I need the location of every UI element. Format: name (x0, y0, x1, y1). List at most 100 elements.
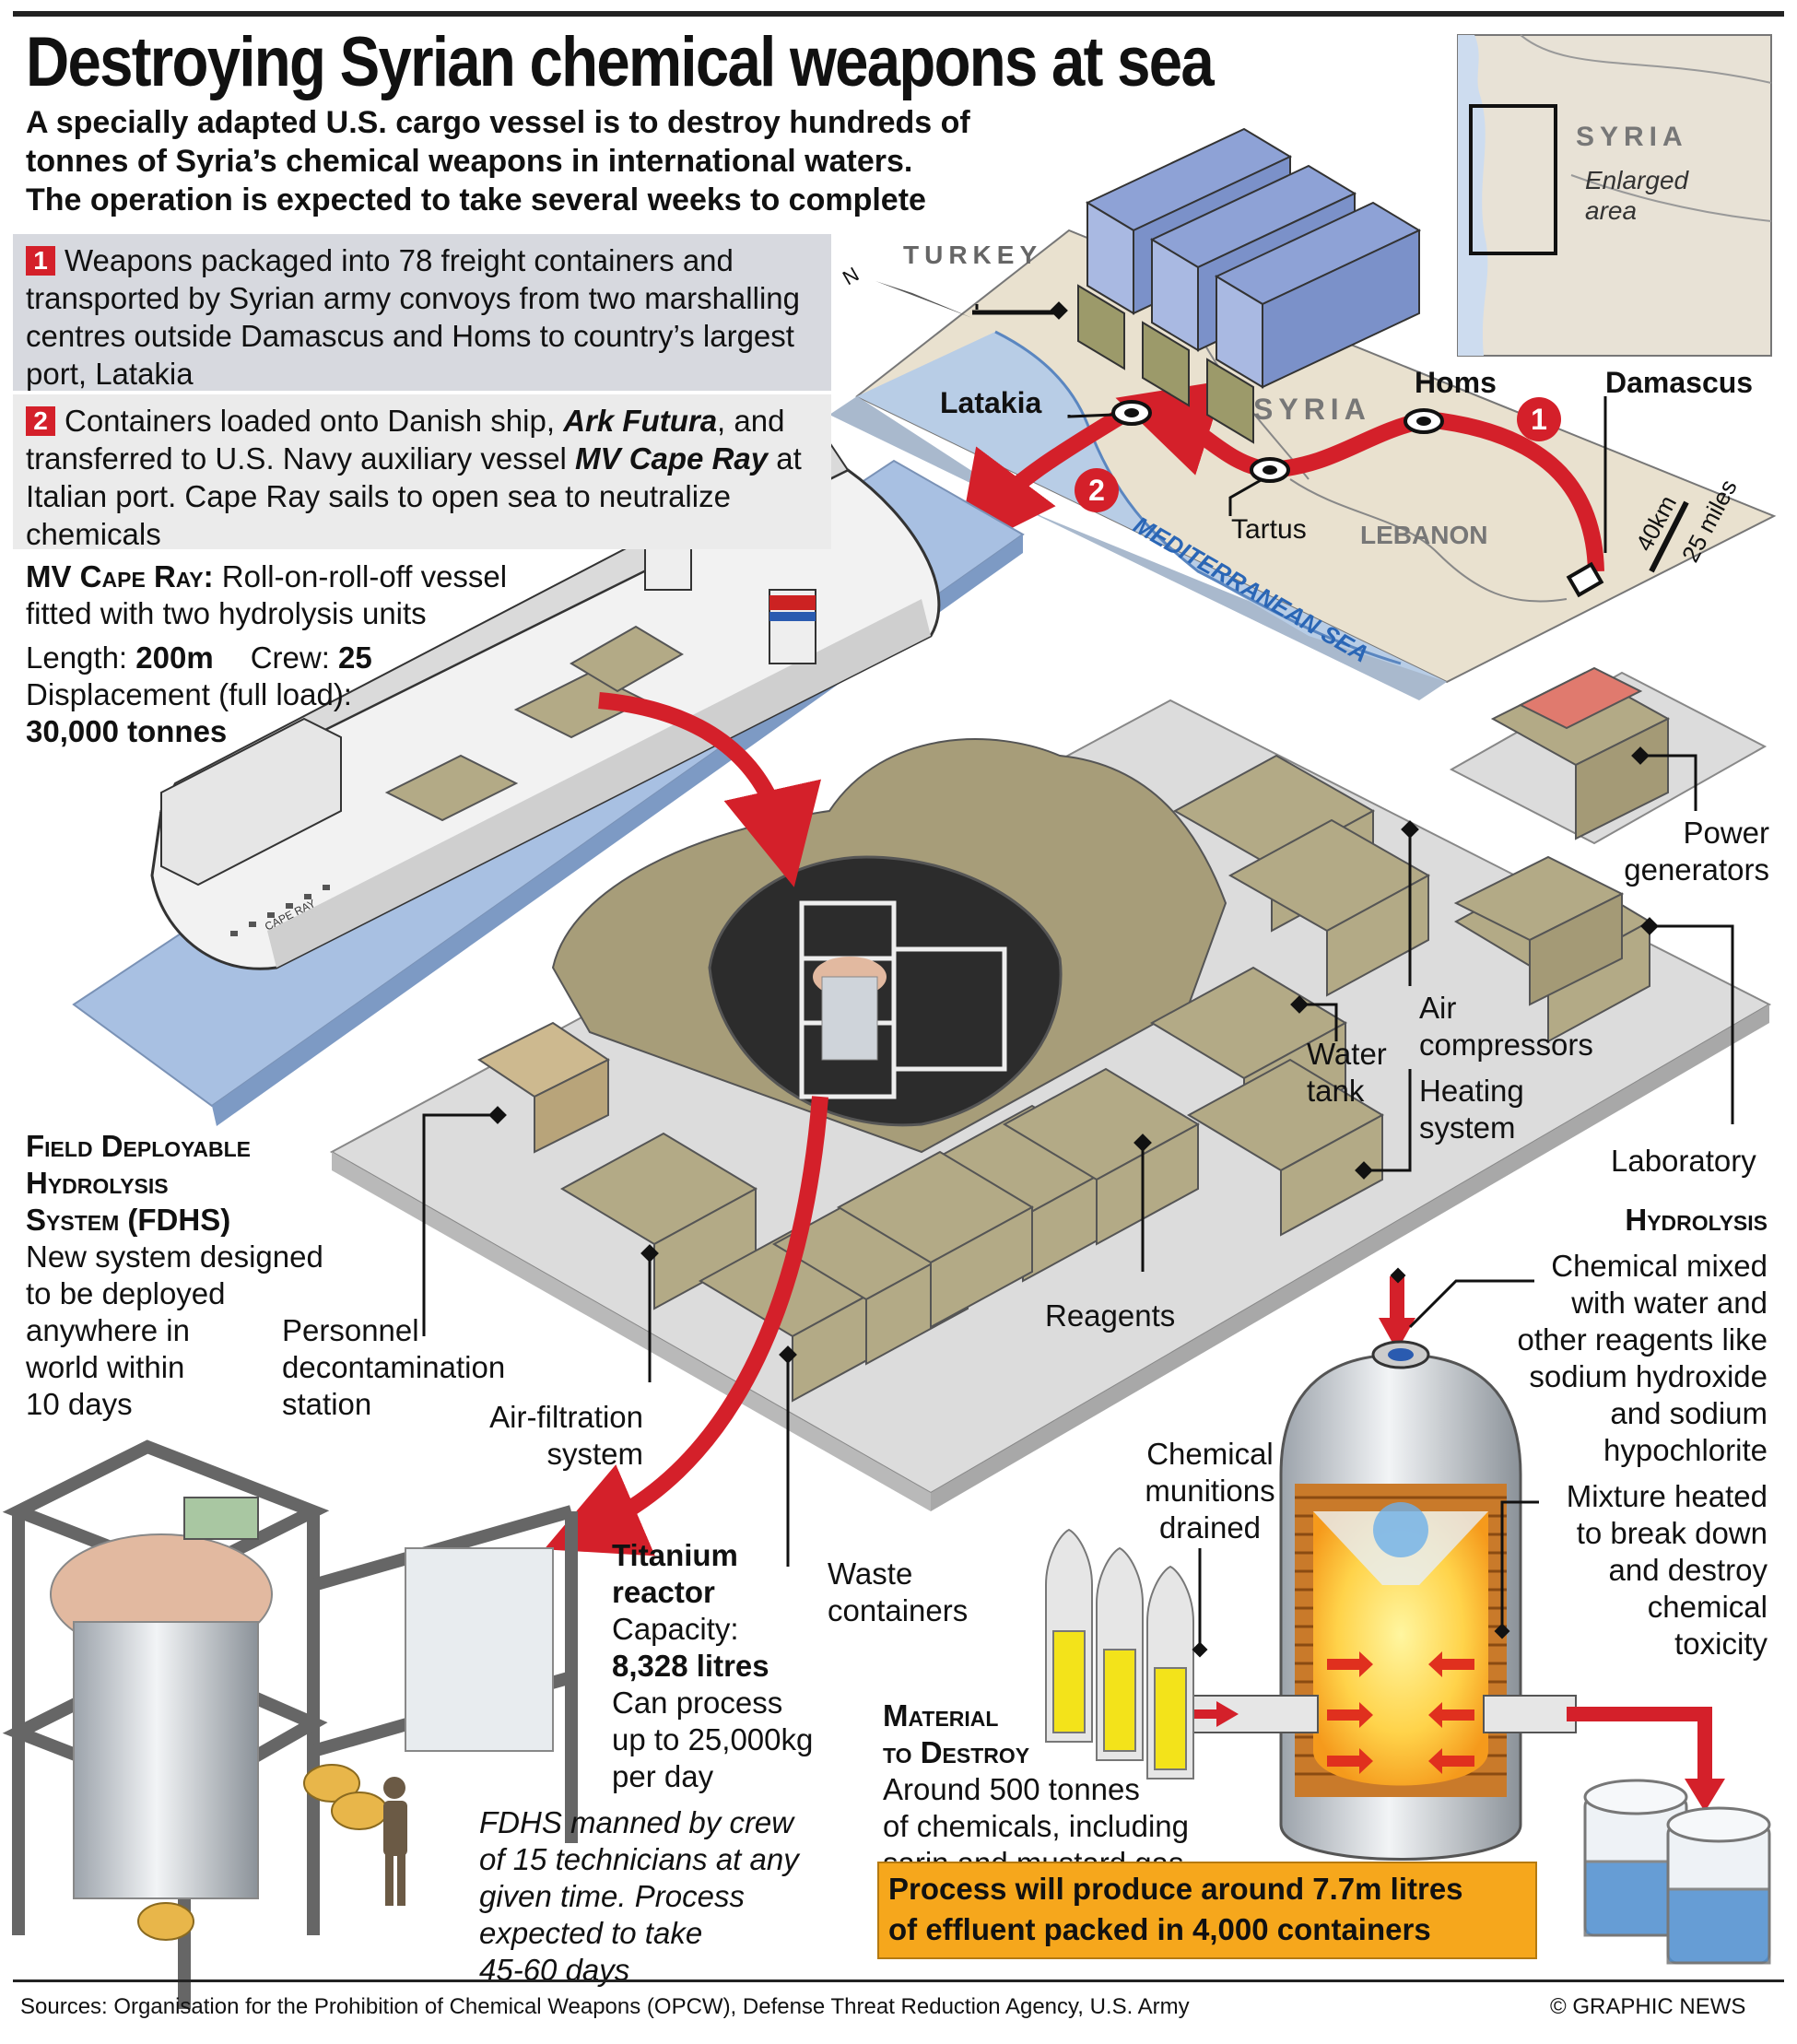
city-marker-tartus (1250, 457, 1290, 483)
crew-note-line: 45-60 days (479, 1953, 630, 1987)
label-air-compressors: Air compressors (1419, 990, 1640, 1063)
step-2-ship-b: MV Cape Ray (575, 441, 769, 476)
banner-line: of effluent packed in 4,000 containers (888, 1912, 1431, 1946)
locator-map: SYRIA Enlarged area (1457, 34, 1772, 357)
label-line: Air-filtration (489, 1400, 643, 1434)
locator-enlarged-a: Enlarged (1585, 166, 1690, 194)
step-2-text-c: at Italian port. Cape Ray sails to open … (26, 441, 802, 551)
hydrolysis-line: chemical (1647, 1590, 1768, 1624)
locator-country: SYRIA (1576, 122, 1688, 152)
banner-line: Process will produce around 7.7m litres (888, 1872, 1463, 1906)
hydrolysis-line: sodium hydroxide (1529, 1359, 1768, 1393)
munitions-drained-label: Chemical munitions drained (1122, 1436, 1298, 1546)
label-reagents: Reagents (1045, 1298, 1176, 1333)
label-line: Personnel (282, 1313, 419, 1347)
label-line: Water (1307, 1037, 1387, 1071)
material-title-line: to Destroy (883, 1735, 1030, 1769)
vessel-length-label: Length: (26, 640, 136, 675)
hydrolysis-line: other reagents like (1517, 1322, 1768, 1357)
vessel-displacement: 30,000 tonnes (26, 714, 228, 748)
label-line: Waste (828, 1556, 913, 1591)
reactor-title-line: Titanium (612, 1538, 738, 1572)
ship-mv-cape-ray-icon: CAPE RAY (72, 441, 1025, 1126)
step-2-ship-a: Ark Futura (563, 404, 718, 438)
route-badge-2 (1075, 468, 1119, 512)
top-rule (13, 11, 1784, 17)
fdhs-desc-line: world within (26, 1350, 185, 1384)
munitions-shells-icon (1045, 1528, 1194, 1780)
route-badge-2-text: 2 (1088, 474, 1105, 507)
material-to-destroy: Material to Destroy Around 500 tonnes of… (883, 1697, 1233, 1882)
munitions-line: drained (1158, 1510, 1262, 1545)
label-heating-system: Heating system (1419, 1073, 1603, 1146)
vessel-length: 200m (135, 640, 214, 675)
route-badge-1 (1517, 397, 1561, 441)
hydrolysis-line: hypochlorite (1603, 1433, 1768, 1467)
reactor-capacity-label: Capacity: (612, 1612, 739, 1646)
crew-note: FDHS manned by crew of 15 technicians at… (479, 1804, 848, 1989)
vessel-crew-label: Crew: (250, 640, 339, 675)
credit: © GRAPHIC NEWS (1550, 1994, 1746, 2019)
hydrolysis-line: with water and (1571, 1286, 1768, 1320)
route-badge-1-text: 1 (1531, 403, 1547, 436)
footer-rule (13, 1979, 1784, 1982)
map-label-lebanon: LEBANON (1360, 521, 1487, 549)
vessel-crew: 25 (338, 640, 372, 675)
label-air-filtration: Air-filtration system (461, 1399, 643, 1473)
hydrolysis-line: to break down (1576, 1516, 1768, 1550)
vessel-name: MV Cape Ray: (26, 559, 214, 593)
label-line: generators (1624, 852, 1769, 887)
vessel-specs: MV Cape Ray: Roll-on-roll-off vessel fit… (26, 558, 616, 750)
fdhs-platform (329, 666, 1772, 1567)
label-line: Air (1419, 991, 1457, 1025)
crew-note-line: given time. Process (479, 1879, 745, 1913)
crew-note-line: of 15 technicians at any (479, 1842, 799, 1876)
subheadline-line: tonnes of Syria’s chemical weapons in in… (26, 144, 913, 179)
fdhs-desc-line: to be deployed (26, 1276, 226, 1310)
fdhs-frame-closeup (2, 1439, 578, 2009)
label-line: Power (1683, 816, 1769, 850)
munitions-line: munitions (1145, 1474, 1275, 1508)
hydrolysis-line: Chemical mixed (1551, 1249, 1768, 1283)
vessel-desc-a: Roll-on-roll-off vessel (213, 559, 508, 593)
label-line: decontamination (282, 1350, 506, 1384)
map-label-damascus: Damascus (1605, 366, 1753, 399)
map-label-homs: Homs (1415, 366, 1497, 399)
hydrolysis-line: toxicity (1674, 1627, 1768, 1661)
label-line: tank (1307, 1074, 1365, 1108)
reactor-process-line: per day (612, 1759, 714, 1793)
hydrolysis-step-b: Mixture heated to break down and destroy… (1530, 1478, 1768, 1662)
crew-note-line: expected to take (479, 1916, 703, 1950)
vessel-desc-b: fitted with two hydrolysis units (26, 596, 427, 630)
label-line: compressors (1419, 1028, 1593, 1062)
fdhs-description: Field Deployable Hydrolysis System (FDHS… (26, 1128, 358, 1423)
north-arrow-icon (875, 281, 972, 318)
sources: Sources: Organisation for the Prohibitio… (20, 1994, 1190, 2019)
material-desc-line: of chemicals, including (883, 1809, 1189, 1843)
city-marker-homs (1404, 408, 1444, 434)
technician-figure-icon (383, 1777, 407, 1906)
fdhs-title-line: System (FDHS) (26, 1203, 231, 1237)
vessel-displacement-label: Displacement (full load): (26, 677, 352, 711)
subheadline-line: The operation is expected to take severa… (26, 182, 926, 217)
map-label-syria: SYRIA (1253, 393, 1371, 426)
convoy-trucks-icon (1077, 127, 1422, 444)
label-line: station (282, 1387, 372, 1421)
material-desc-line: Around 500 tonnes (883, 1772, 1140, 1806)
fdhs-desc-line: 10 days (26, 1387, 133, 1421)
map-label-turkey: TURKEY (903, 241, 1042, 269)
reactor-process-line: up to 25,000kg (612, 1722, 814, 1756)
fdhs-desc-line: anywhere in (26, 1313, 190, 1347)
hydrolysis-line: and sodium (1610, 1396, 1768, 1430)
reactor-specs: Titanium reactor Capacity: 8,328 litres … (612, 1537, 852, 1795)
crew-note-line: FDHS manned by crew (479, 1805, 794, 1839)
map-label-latakia: Latakia (940, 386, 1041, 419)
reactor-title-line: reactor (612, 1575, 715, 1609)
map-label-tartus: Tartus (1231, 514, 1307, 545)
reactor-capacity: 8,328 litres (612, 1649, 769, 1683)
step-1-badge: 1 (26, 246, 55, 276)
north-label: N (839, 263, 863, 290)
